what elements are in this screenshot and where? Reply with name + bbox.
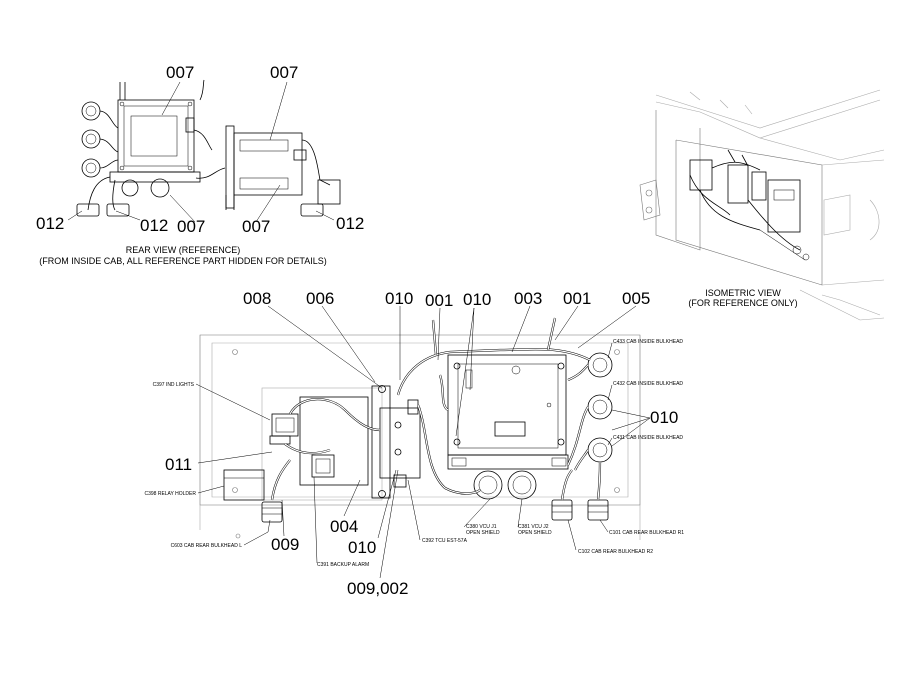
label-c397: C397 IND LIGHTS [153, 382, 195, 388]
label-c381-sub: OPEN SHIELD [518, 530, 552, 536]
isometric-view-drawing [639, 89, 885, 321]
callout-005: 005 [622, 289, 650, 308]
rear-bulkhead-connectors [81, 101, 119, 178]
rear-callout-012-b: 012 [140, 216, 168, 235]
label-c398: C398 RELAY HOLDER [144, 491, 196, 497]
label-c432: C432 CAB INSIDE BULKHEAD [613, 381, 683, 387]
callout-009: 009 [271, 535, 299, 554]
vcu-module [447, 354, 567, 456]
main-view-leaders [197, 305, 651, 579]
rear-view-drawing [76, 79, 341, 217]
callout-011: 011 [165, 455, 192, 474]
isometric-caption-line2: (FOR REFERENCE ONLY) [688, 298, 797, 308]
rear-vcu-housing [117, 79, 213, 173]
rear-view-caption-line1: REAR VIEW (REFERENCE) [126, 245, 241, 255]
callout-010-d: 010 [348, 538, 376, 557]
callout-010-a: 010 [385, 289, 413, 308]
label-c380: C380 VCU J1 [466, 524, 497, 530]
label-c392: C392 TCU EST-57A [422, 538, 468, 544]
main-panel [199, 334, 641, 540]
relay-holder [223, 469, 265, 501]
label-c391: C391 BACKUP ALARM [317, 562, 369, 568]
label-c102: C102 CAB REAR BULKHEAD R2 [578, 549, 653, 555]
rear-view-caption-line2: (FROM INSIDE CAB, ALL REFERENCE PART HID… [39, 256, 327, 266]
callout-004: 004 [330, 517, 358, 536]
vcu-bottom-connectors [447, 454, 569, 500]
callout-010-b: 010 [463, 290, 491, 309]
callout-003: 003 [514, 289, 542, 308]
rear-callout-007-b: 007 [270, 63, 298, 82]
inside-bulkhead-connectors [587, 352, 613, 463]
callout-010-c: 010 [650, 408, 678, 427]
label-c603: C603 CAB REAR BULKHEAD L [171, 543, 243, 549]
label-c381: C381 VCU J2 [518, 524, 549, 530]
rear-tcu-module [225, 125, 341, 210]
callout-001-b: 001 [563, 289, 591, 308]
label-c101: C101 CAB REAR BULKHEAD R1 [609, 530, 684, 536]
callout-009-002: 009,002 [347, 579, 408, 598]
ind-lights-connector [269, 413, 299, 445]
rear-bulkhead-plugs [261, 499, 609, 523]
rear-callout-007-a: 007 [166, 63, 194, 82]
rear-callout-012-a: 012 [36, 214, 64, 233]
rear-vcu-connectors [87, 167, 226, 211]
isometric-caption-line1: ISOMETRIC VIEW [705, 288, 781, 298]
label-c431: C431 CAB INSIDE BULKHEAD [613, 435, 683, 441]
label-c433: C433 CAB INSIDE BULKHEAD [613, 339, 683, 345]
callout-006: 006 [306, 289, 334, 308]
backup-alarm-housing [299, 396, 369, 486]
rear-callout-007-d: 007 [242, 217, 270, 236]
wire-harness [270, 317, 602, 501]
rear-callout-007-c: 007 [177, 217, 205, 236]
callout-001-a: 001 [425, 291, 453, 310]
label-c380-sub: OPEN SHIELD [466, 530, 500, 536]
callout-008: 008 [243, 289, 271, 308]
rear-callout-012-c: 012 [336, 214, 364, 233]
rear-bottom-plugs [76, 203, 324, 217]
rear-view-leaders [67, 81, 335, 223]
label-leaders [195, 342, 613, 564]
